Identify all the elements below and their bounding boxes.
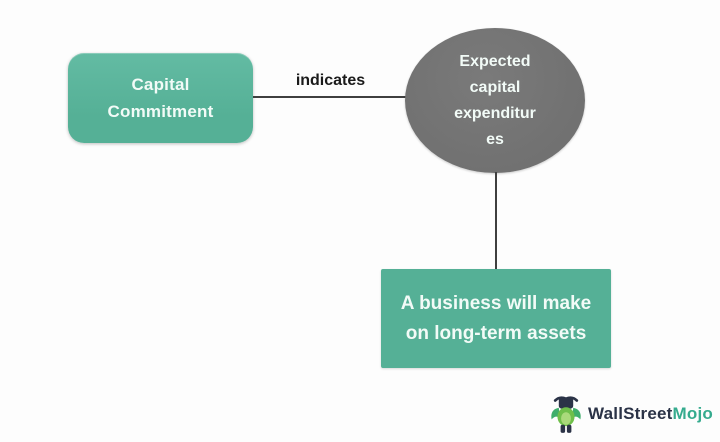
brand-logo: WallStreetMojo — [548, 394, 713, 434]
node-label-line: A business will make — [400, 292, 592, 314]
node-label-line: Capital — [131, 75, 190, 94]
bull-icon — [548, 394, 584, 434]
brand-wordmark-secondary: Mojo — [672, 404, 713, 423]
node-long-term-assets: A business will make on long-term assets — [381, 269, 611, 368]
node-label-line: es — [486, 130, 504, 148]
node-label-line: expenditur — [454, 104, 536, 122]
node-capital-commitment: Capital Commitment — [68, 53, 253, 143]
node-label-line: Commitment — [107, 102, 214, 121]
edge-label-indicates: indicates — [295, 72, 366, 89]
node-label-line: Expected — [459, 52, 531, 70]
node-expected-capital-expenditures: Expected capital expenditur es — [405, 28, 585, 173]
connector-vertical — [495, 172, 497, 269]
node-label-line: on long-term assets — [405, 322, 587, 344]
connector-horizontal — [253, 96, 406, 98]
brand-wordmark-primary: WallStreet — [588, 404, 673, 423]
node-label-line: capital — [469, 78, 521, 96]
brand-wordmark: WallStreetMojo — [588, 404, 713, 424]
